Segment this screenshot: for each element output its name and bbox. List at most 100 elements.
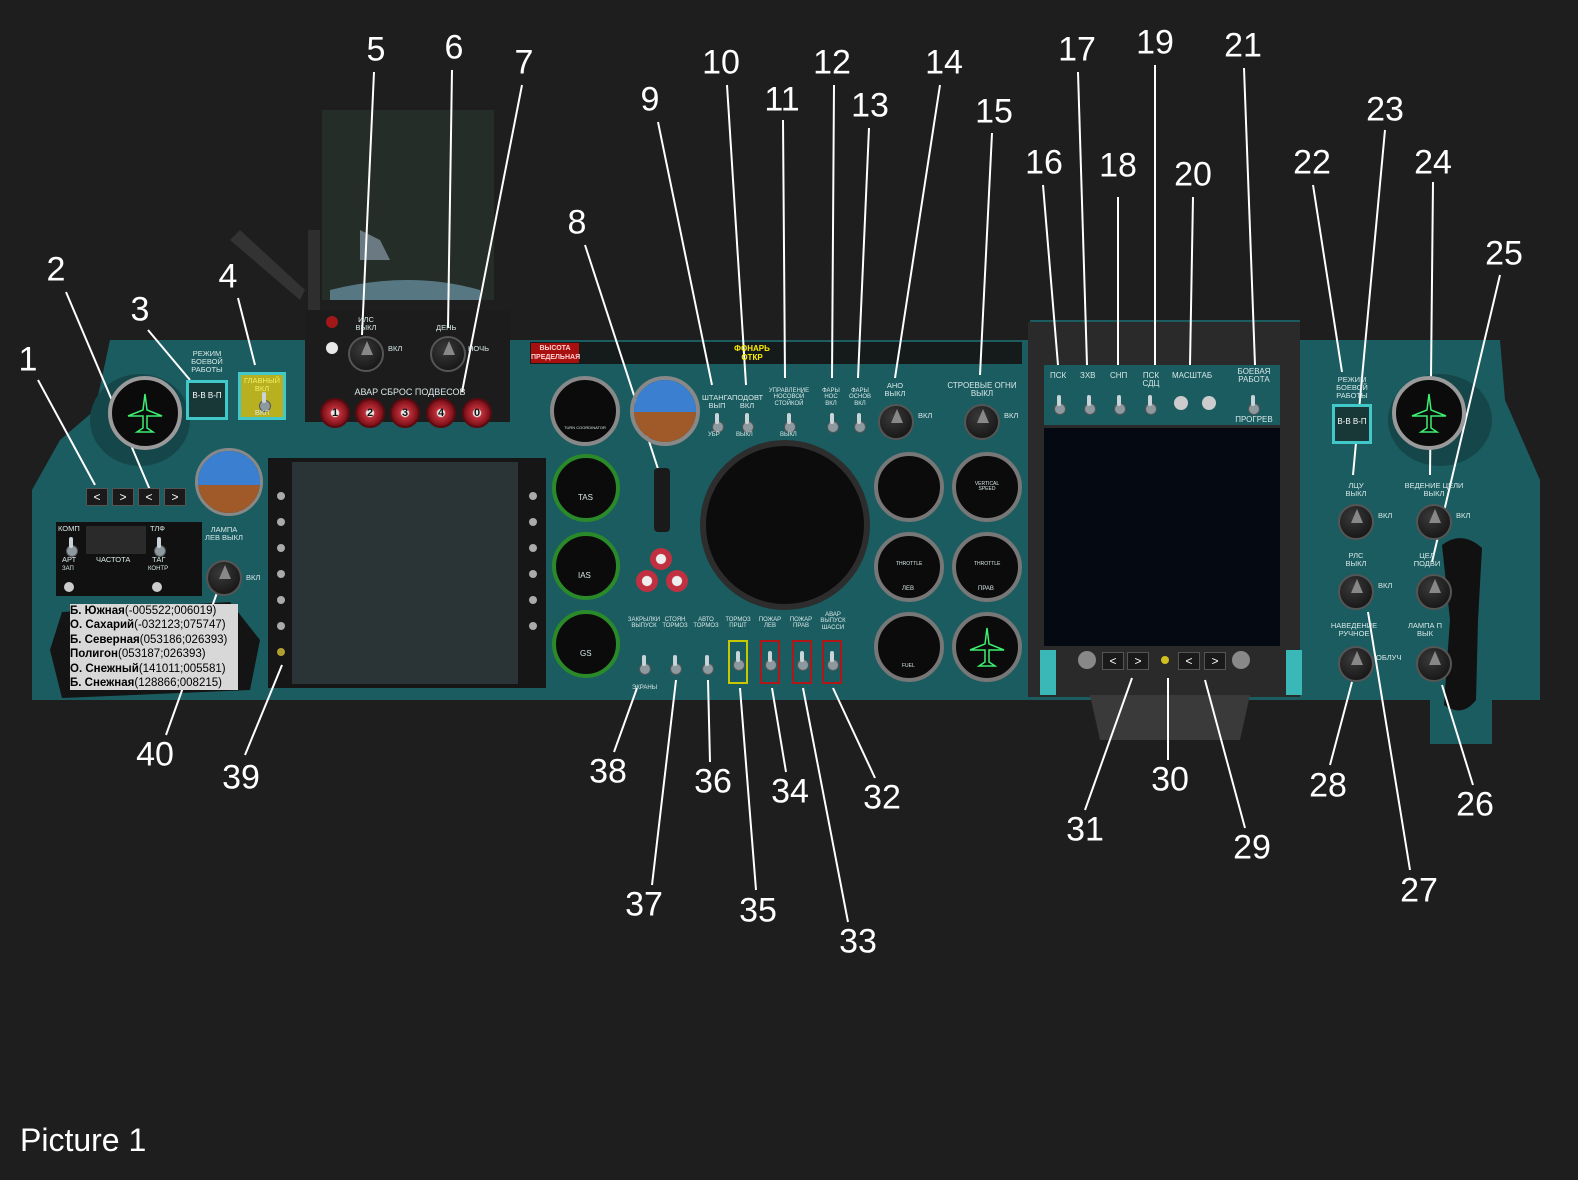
waypoint-row[interactable]: Б. Снежная(128866;008215) (70, 676, 238, 690)
nose-toggle[interactable] (782, 412, 796, 436)
mfd-nav-right-2[interactable]: > (1204, 652, 1226, 670)
mfd-side-button[interactable] (277, 518, 285, 526)
fire-left-guard[interactable] (760, 640, 780, 684)
nav-right-2[interactable]: > (164, 488, 186, 506)
chute-toggle[interactable] (731, 650, 745, 674)
waypoint-row[interactable]: Б. Северная(053186;026393) (70, 633, 238, 647)
jettison-button-0[interactable]: 0 (462, 398, 492, 428)
radio-btn-1[interactable] (64, 582, 74, 592)
lamp-right-knob[interactable] (1416, 646, 1452, 682)
nav-left-1[interactable]: < (86, 488, 108, 506)
formation-on: ВКЛ (1004, 411, 1019, 420)
mfd-side-button[interactable] (277, 544, 285, 552)
control-stick (1442, 538, 1482, 711)
left-mfd-screen (292, 462, 518, 684)
callout-34: 34 (771, 772, 809, 811)
waypoint-row[interactable]: Б. Южная(-005522;006019) (70, 604, 238, 618)
waypoint-coords: (-032123;075747) (134, 619, 226, 632)
target-knob[interactable] (1416, 504, 1452, 540)
rls-knob[interactable] (1338, 574, 1374, 610)
mfd-side-button[interactable] (529, 518, 537, 526)
refuel-toggle[interactable] (740, 412, 754, 436)
mfd-center-lamp[interactable] (1161, 656, 1169, 664)
mfd-scale-minus[interactable] (1174, 396, 1188, 410)
mfd-side-button[interactable] (529, 544, 537, 552)
main-switch-box[interactable]: ГЛАВНЫЙ ВКЛ ВКЛ (238, 372, 286, 420)
mfd-snp-toggle[interactable] (1112, 394, 1126, 418)
waypoint-row[interactable]: О. Сахарий(-032123;075747) (70, 618, 238, 632)
mfd-bottom-knob-right[interactable] (1232, 651, 1250, 669)
mode-button-right[interactable]: В-В В-П (1332, 404, 1372, 444)
mfd-nav-right-1[interactable]: > (1127, 652, 1149, 670)
radio-btn-2[interactable] (152, 582, 162, 592)
day-night-knob[interactable] (430, 336, 466, 372)
mfd-side-button[interactable] (277, 622, 285, 630)
callout-32: 32 (863, 778, 901, 817)
mfd-bottom-knob-left[interactable] (1078, 651, 1096, 669)
mfd-nav-left-1[interactable]: < (1102, 652, 1124, 670)
main-toggle[interactable] (257, 391, 271, 415)
ano-knob[interactable] (878, 404, 914, 440)
waypoint-row[interactable]: О. Снежный(141011;005581) (70, 662, 238, 676)
mfd-side-button[interactable] (277, 570, 285, 578)
throttle-left-label: ЛЕВ (902, 586, 914, 592)
jettison-button-3[interactable]: 3 (390, 398, 420, 428)
parking-brake-toggle[interactable] (668, 654, 682, 678)
lights-main-label: ФАРЫ ОСНОВ ВКЛ (848, 388, 871, 407)
gear-lever[interactable] (654, 468, 670, 532)
mfd-side-button[interactable] (529, 570, 537, 578)
callout-27: 27 (1400, 871, 1438, 910)
gear-light-2 (636, 570, 658, 592)
fire-right-guard[interactable] (792, 640, 812, 684)
boom-toggle[interactable] (710, 412, 724, 436)
lamp-left-knob[interactable] (206, 560, 242, 596)
gear-emerg-toggle[interactable] (825, 650, 839, 674)
radio-komp-toggle[interactable] (64, 536, 78, 560)
waypoint-name: О. Снежный (70, 662, 139, 675)
mfd-side-button[interactable] (529, 622, 537, 630)
formation-knob[interactable] (964, 404, 1000, 440)
mfd-psk-sdc-toggle[interactable] (1143, 394, 1157, 418)
mfd-side-button[interactable] (529, 596, 537, 604)
autobrake-toggle[interactable] (700, 654, 714, 678)
mfd-scale-plus[interactable] (1202, 396, 1216, 410)
autobrake-label: АВТО ТОРМОЗ (693, 617, 719, 630)
radio-art: АРТ (62, 555, 77, 564)
mfd-combat-label: БОЕВАЯ РАБОТА (1237, 367, 1271, 385)
lcu-knob[interactable] (1338, 504, 1374, 540)
radio-zap: ЗАП (62, 566, 74, 572)
chute-guard[interactable] (728, 640, 748, 684)
lights-nose-toggle[interactable] (825, 412, 839, 436)
nav-left-2[interactable]: < (138, 488, 160, 506)
mfd-nav-left-2[interactable]: < (1178, 652, 1200, 670)
mfd-side-button[interactable] (277, 492, 285, 500)
formation-label: СТРОЕВЫЕ ОГНИ ВЫКЛ (947, 381, 1017, 399)
callout-18: 18 (1099, 146, 1137, 185)
gear-emerg-guard[interactable] (822, 640, 842, 684)
target-move-knob[interactable] (1416, 574, 1452, 610)
waypoint-list: Б. Южная(-005522;006019) О. Сахарий(-032… (70, 604, 238, 691)
jettison-button-1[interactable]: 1 (320, 398, 350, 428)
callout-21: 21 (1224, 26, 1262, 65)
mfd-side-button[interactable] (277, 596, 285, 604)
mfd-side-button[interactable] (277, 648, 285, 656)
radio-chastota: ЧАСТОТА (96, 555, 131, 564)
mode-button-left[interactable]: В-В В-П (186, 380, 228, 420)
fire-left-toggle[interactable] (763, 650, 777, 674)
waypoint-coords: (141011;005581) (138, 662, 226, 675)
fire-right-toggle[interactable] (795, 650, 809, 674)
mfd-psk-toggle[interactable] (1052, 394, 1066, 418)
jettison-button-2[interactable]: 2 (355, 398, 385, 428)
mfd-zhv-toggle[interactable] (1082, 394, 1096, 418)
lights-main-toggle[interactable] (852, 412, 866, 436)
guidance-knob[interactable] (1338, 646, 1374, 682)
callout-25: 25 (1485, 234, 1523, 273)
jettison-button-4[interactable]: 4 (426, 398, 456, 428)
waypoint-row[interactable]: Полигон(053187;026393) (70, 647, 238, 661)
mfd-combat-toggle[interactable] (1246, 394, 1260, 418)
mfd-side-button[interactable] (529, 492, 537, 500)
flaps-toggle[interactable] (637, 654, 651, 678)
radio-tlf-toggle[interactable] (152, 536, 166, 560)
ils-knob[interactable] (348, 336, 384, 372)
nav-right-1[interactable]: > (112, 488, 134, 506)
